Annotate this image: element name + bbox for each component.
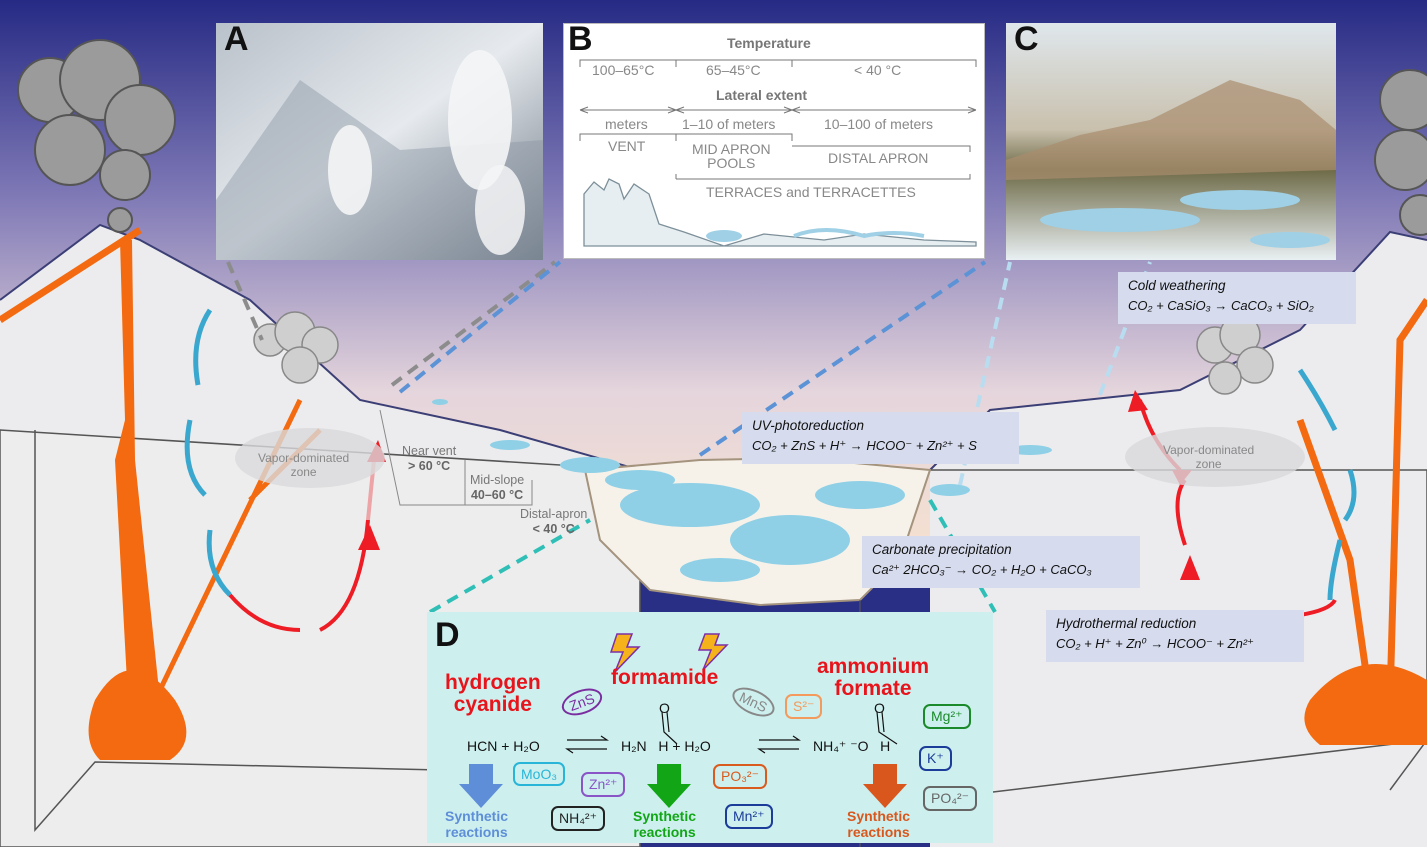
ion-mn2: Mn²⁺	[725, 804, 773, 829]
eq-formamide: H₂N H + H₂O	[621, 738, 711, 754]
pool	[815, 481, 905, 509]
ion-po3: PO₃²⁻	[713, 764, 767, 789]
ion-zn2: Zn²⁺	[581, 772, 626, 797]
hydrothermal-reduction-box: Hydrothermal reduction CO₂ + H⁺ + Zn⁰ → …	[1046, 610, 1304, 662]
down-arrow-icon	[459, 764, 503, 808]
vapor-zone-right	[1125, 427, 1305, 487]
pool	[560, 457, 620, 473]
near-vent-temp: > 60 °C	[408, 459, 451, 473]
lateral-title: Lateral extent	[716, 87, 808, 103]
near-vent-name: Near vent	[402, 444, 457, 458]
zone-distal-apron: DISTAL APRON	[828, 150, 929, 166]
uv-photoreduction-equation: CO₂ + ZnS + H⁺ → HCOO⁻ + Zn²⁺ + S	[752, 438, 977, 453]
formamide-label: formamide	[611, 666, 719, 689]
photo-a	[216, 23, 543, 260]
temperature-title: Temperature	[727, 35, 811, 51]
ion-k: K⁺	[919, 746, 952, 771]
zone-vent: VENT	[608, 138, 646, 154]
mid-slope-temp: 40–60 °C	[470, 488, 524, 502]
cold-weathering-box: Cold weathering CO₂ + CaSiO₃ → CaCO₃ + S…	[1118, 272, 1356, 324]
pool	[680, 558, 760, 582]
pool	[432, 399, 448, 405]
lateral-range-1: meters	[605, 116, 648, 132]
magma-right	[1296, 298, 1427, 701]
panel-b-zonation-chart: B Temperature 100–65°C 65–45°C < 40 °C L…	[563, 20, 985, 259]
pool	[620, 483, 760, 527]
lateral-range-3: 10–100 of meters	[824, 116, 933, 132]
ammonium-formate-label: ammonium formate	[817, 655, 930, 700]
pool	[605, 470, 675, 490]
zone-mid-apron: MID APRON POOLS	[692, 141, 771, 171]
photo-c	[1006, 23, 1336, 260]
ion-nh4: NH₄²⁺	[551, 806, 605, 831]
lightning-icon	[609, 633, 641, 673]
oxygen-label-2: O	[874, 700, 885, 716]
water-flow-left	[184, 308, 232, 597]
panel-d-graphics	[459, 633, 907, 808]
distal-apron-name: Distal-apron	[520, 507, 588, 521]
cold-weathering-equation: CO₂ + CaSiO₃ → CaCO₃ + SiO₂	[1128, 298, 1314, 313]
hydrothermal-reduction-equation: CO₂ + H⁺ + Zn⁰ → HCOO⁻ + Zn²⁺	[1056, 636, 1254, 651]
down-arrow-icon	[863, 764, 907, 808]
right-mountain	[930, 232, 1427, 847]
steam-cloud-icon	[253, 311, 339, 384]
zone-terraces: TERRACES and TERRACETTES	[706, 184, 916, 200]
cold-weathering-title: Cold weathering	[1128, 278, 1226, 293]
lightning-icon	[697, 633, 729, 671]
pool	[1008, 445, 1052, 455]
panel-label-b: B	[568, 20, 593, 58]
volcano-plume-left	[17, 39, 176, 233]
ion-mg: Mg²⁺	[923, 704, 971, 729]
vapor-zone-left	[235, 428, 385, 488]
oxygen-label-1: O	[659, 700, 670, 716]
magma-left-chamber	[88, 670, 187, 760]
pool	[730, 515, 850, 565]
panel-label-d: D	[435, 616, 460, 654]
magma-left	[100, 240, 180, 745]
ion-moo3: MoO₃	[513, 762, 566, 786]
vapor-zone-right-label: Vapor-dominated zone	[1163, 443, 1255, 471]
magma-right-chamber	[1304, 664, 1427, 745]
mid-slope-name: Mid-slope	[470, 473, 525, 487]
panel-b-lines	[579, 59, 977, 247]
vapor-zone-left-label: Vapor-dominated zone	[258, 451, 350, 479]
panel-label-a: A	[224, 20, 249, 58]
carbonate-precipitation-equation: Ca²⁺ 2HCO₃⁻ → CO₂ + H₂O + CaCO₃	[872, 562, 1092, 577]
carbonate-precipitation-title: Carbonate precipitation	[872, 542, 1012, 557]
down-arrow-icon	[647, 764, 691, 808]
panel-label-c: C	[1014, 20, 1039, 58]
distal-apron-label: Distal-apron< 40 °C	[520, 507, 587, 537]
distal-apron-temp: < 40 °C	[532, 522, 575, 536]
equilibrium-arrow-icon	[757, 735, 801, 754]
temperature-range-1: 100–65°C	[592, 62, 655, 78]
eq-ammonium-formate: NH₄⁺ ⁻O H	[813, 738, 891, 754]
ion-s2: S²⁻	[785, 694, 823, 719]
temperature-range-2: 65–45°C	[706, 62, 761, 78]
ion-po4: PO₄²⁻	[923, 786, 977, 811]
pool	[490, 440, 530, 450]
volcano-plume-right	[1374, 69, 1427, 236]
uv-photoreduction-title: UV-photoreduction	[752, 418, 865, 433]
uv-photoreduction-box: UV-photoreduction CO₂ + ZnS + H⁺ → HCOO⁻…	[742, 412, 1019, 464]
water-flow-right	[1297, 368, 1357, 601]
synthetic-reactions-2: Synthetic reactions	[633, 808, 697, 840]
temperature-range-3: < 40 °C	[854, 62, 902, 78]
eq-hcn: HCN + H₂O	[467, 738, 540, 754]
near-vent-label: Near vent> 60 °C	[402, 444, 456, 474]
hydrogen-cyanide-label: hydrogen cyanide	[445, 671, 541, 716]
equilibrium-arrow-icon	[565, 735, 609, 754]
lateral-range-2: 1–10 of meters	[682, 116, 776, 132]
steam-cloud-icon	[1196, 314, 1274, 395]
pool	[930, 484, 970, 496]
synthetic-reactions-1: Synthetic reactions	[445, 808, 509, 840]
hydrothermal-reduction-title: Hydrothermal reduction	[1056, 616, 1197, 631]
synthetic-reactions-3: Synthetic reactions	[847, 808, 911, 840]
carbonate-precipitation-box: Carbonate precipitation Ca²⁺ 2HCO₃⁻ → CO…	[862, 536, 1140, 588]
panel-d-chemistry: D hydrogen cyanide formamide ammonium fo…	[427, 612, 993, 843]
